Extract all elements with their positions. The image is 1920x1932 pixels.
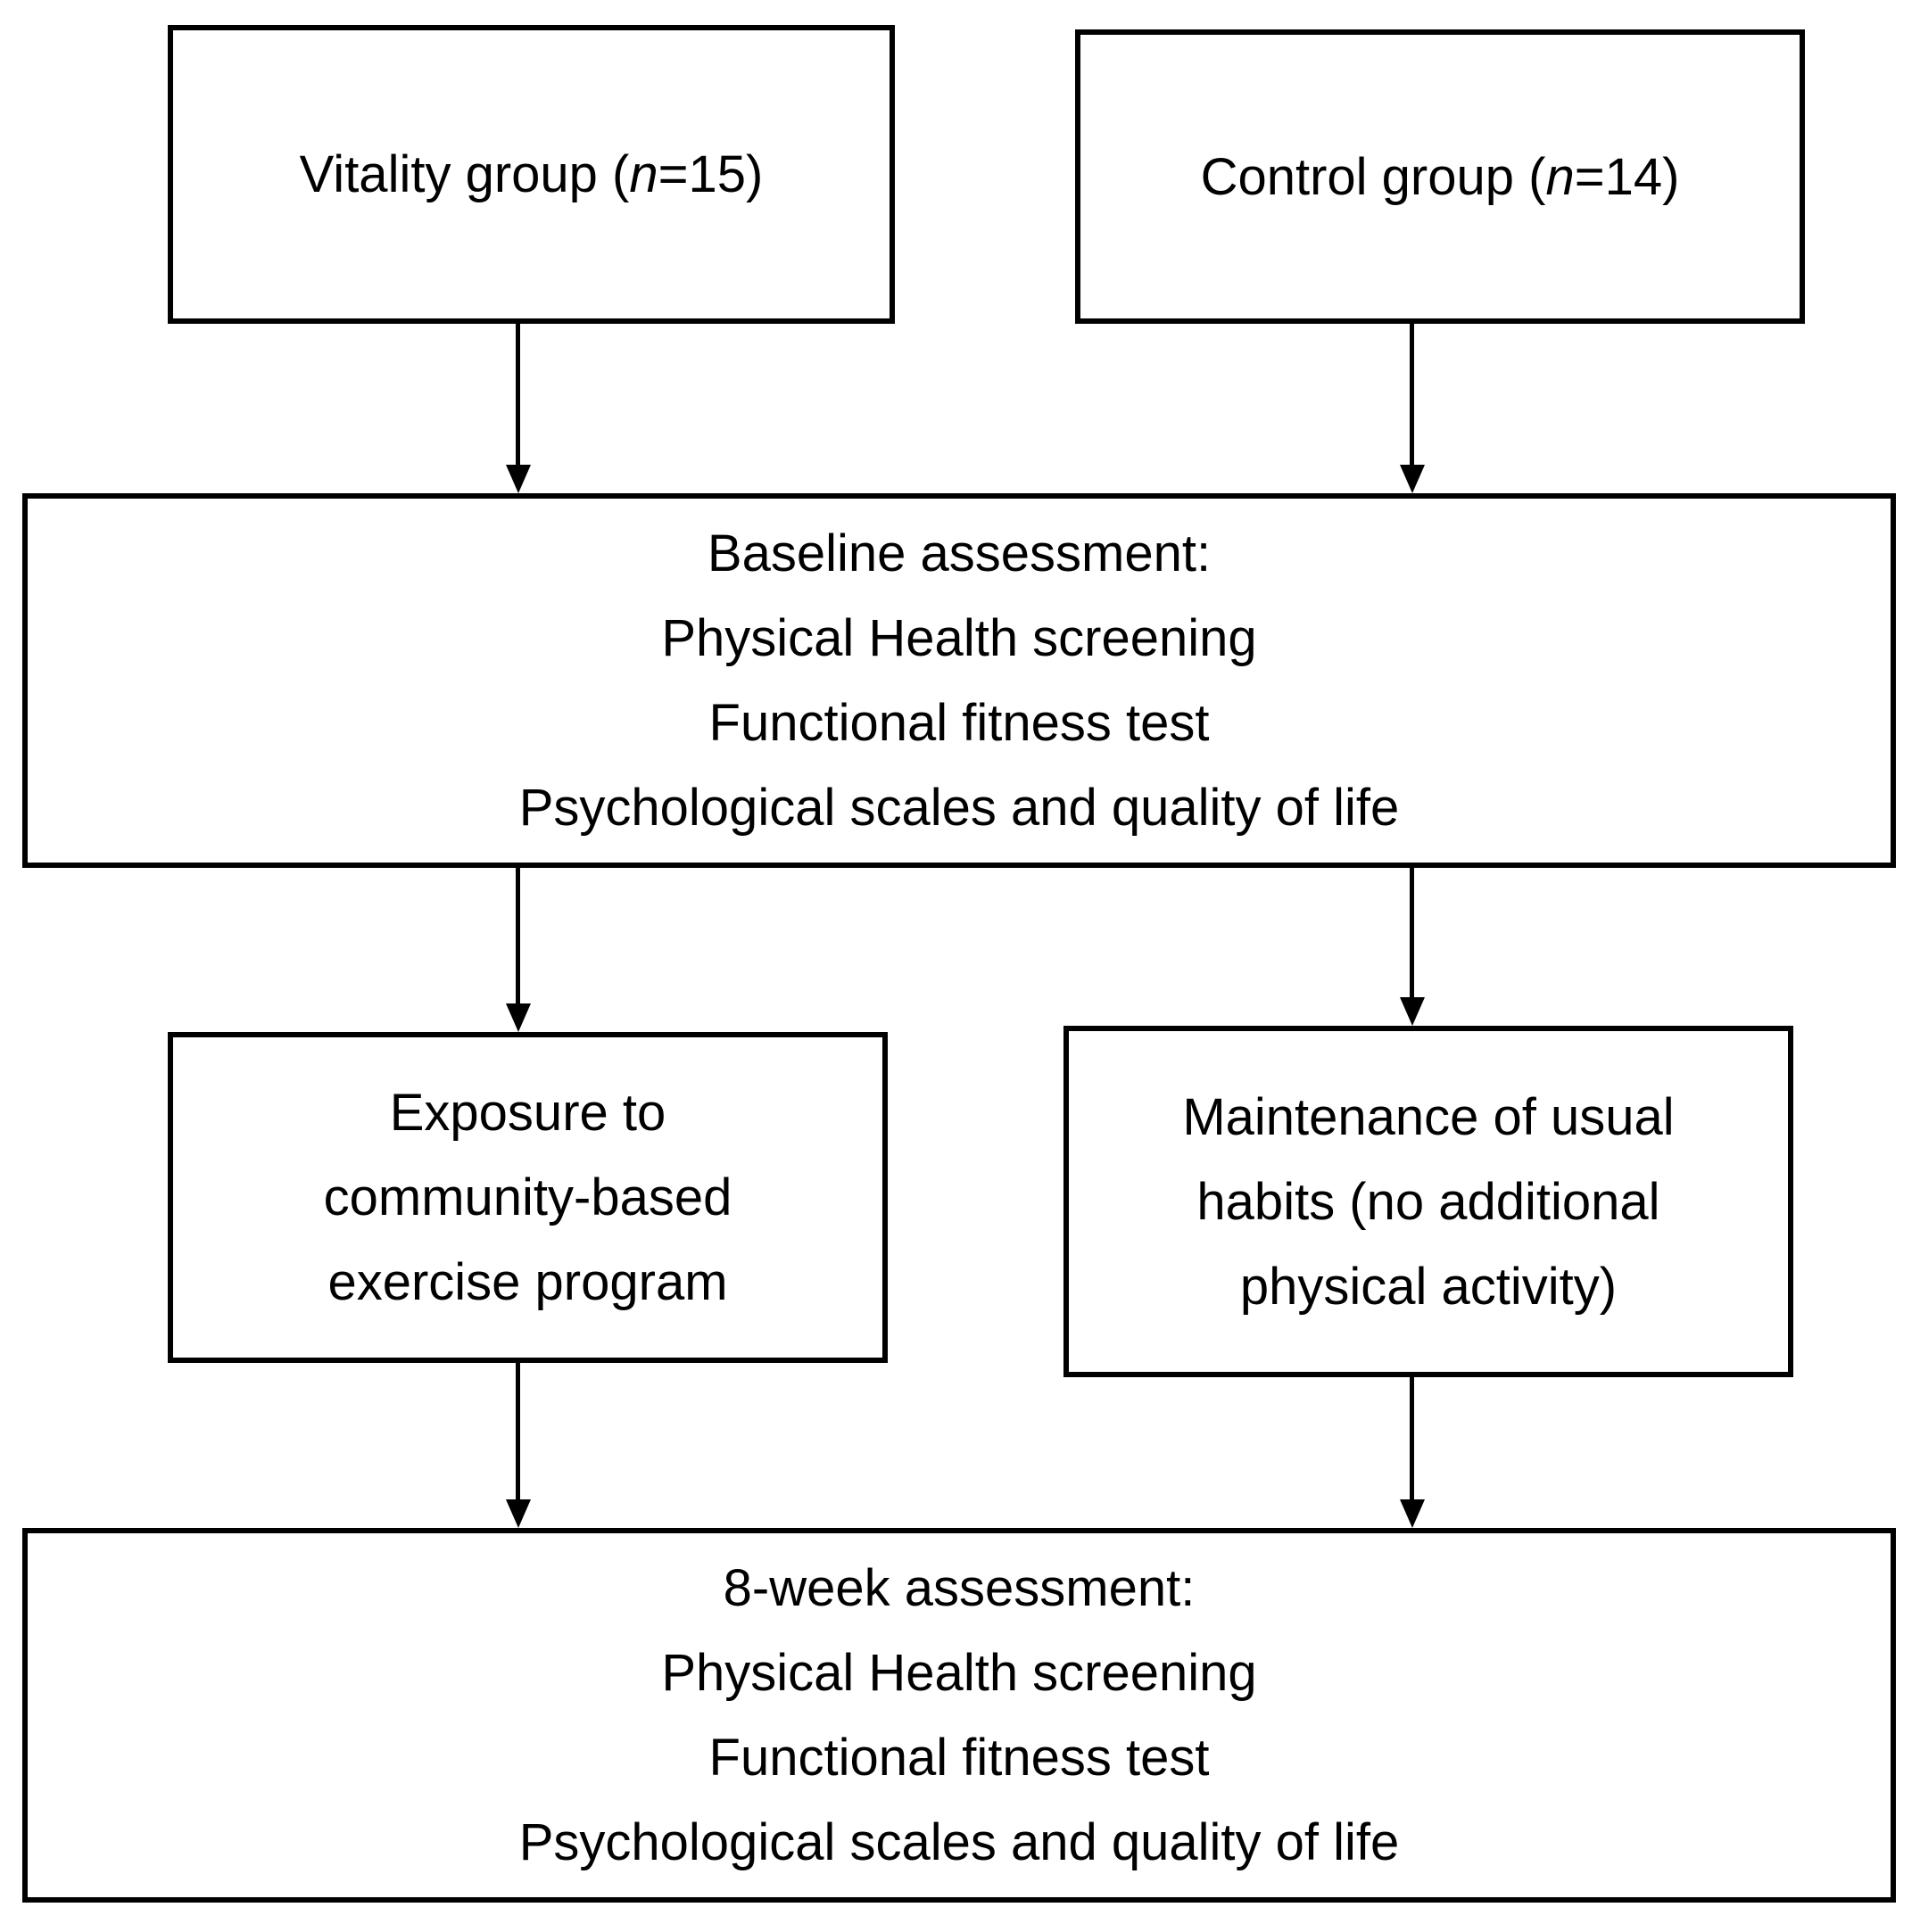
maintenance-line-1: Maintenance of usual [1182, 1087, 1675, 1146]
baseline-assessment-title: Baseline assessment: [707, 524, 1212, 582]
exposure-line-1: Exposure to [389, 1084, 666, 1142]
arrowhead-down-icon [1400, 997, 1425, 1026]
control-group-box: Control group (n=14) [1075, 29, 1805, 324]
week8-functional-fitness-line: Functional fitness test [708, 1729, 1210, 1787]
week8-physical-health-line: Physical Health screening [661, 1644, 1257, 1702]
baseline-physical-health-line: Physical Health screening [661, 609, 1257, 667]
arrowhead-down-icon [506, 1003, 531, 1032]
baseline-assessment-box: Baseline assessment: Physical Health scr… [22, 493, 1896, 868]
week8-psychological-scales-line: Psychological scales and quality of life [518, 1813, 1400, 1871]
arrowhead-down-icon [506, 1499, 531, 1528]
exposure-program-box: Exposure to community-based exercise pro… [168, 1032, 888, 1363]
arrow-vitality-to-baseline [516, 324, 520, 468]
maintenance-line-3: physical activity) [1239, 1257, 1618, 1316]
vitality-group-label: Vitality group (n=15) [299, 145, 764, 203]
arrow-exposure-to-week8 [516, 1363, 520, 1499]
arrow-control-to-baseline [1410, 324, 1414, 468]
arrow-baseline-to-exposure [516, 868, 520, 1003]
vitality-group-box: Vitality group (n=15) [168, 25, 895, 324]
arrow-baseline-to-maintenance [1410, 868, 1414, 997]
arrowhead-down-icon [506, 465, 531, 493]
control-group-label: Control group (n=14) [1200, 147, 1680, 206]
week8-assessment-title: 8-week assessment: [723, 1559, 1196, 1617]
week8-assessment-box: 8-week assessment: Physical Health scree… [22, 1528, 1896, 1903]
maintenance-line-2: habits (no additional [1196, 1172, 1660, 1231]
baseline-functional-fitness-line: Functional fitness test [708, 694, 1210, 752]
arrowhead-down-icon [1400, 1499, 1425, 1528]
arrow-maintenance-to-week8 [1410, 1377, 1414, 1499]
exposure-line-2: community-based [323, 1168, 732, 1226]
maintenance-habits-box: Maintenance of usual habits (no addition… [1063, 1026, 1793, 1377]
exposure-line-3: exercise program [327, 1253, 728, 1311]
baseline-psychological-scales-line: Psychological scales and quality of life [518, 779, 1400, 837]
arrowhead-down-icon [1400, 465, 1425, 493]
